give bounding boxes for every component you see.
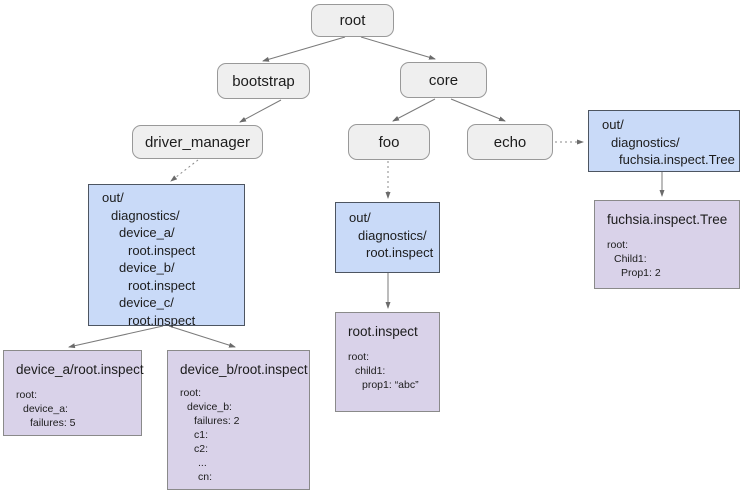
inspect-line: root: — [16, 389, 38, 401]
inspect-line: device_a: — [23, 403, 68, 415]
inspect-line: device_b: — [187, 401, 232, 413]
edge-driver-manager-outdir-dotted — [170, 159, 199, 182]
node-echo: echo — [467, 124, 553, 160]
inspect-line: failures: 5 — [30, 417, 76, 429]
outdir-line: out/ — [602, 117, 624, 132]
inspect-box-title: device_b/root.inspect — [180, 362, 308, 377]
inspect-box-fuchsia-inspect-tree: fuchsia.inspect.Tree root: Child1: Prop1… — [594, 200, 740, 289]
inspect-box-root-inspect: root.inspect root: child1: prop1: “abc” — [335, 312, 440, 412]
inspect-line: Child1: — [614, 253, 647, 265]
inspect-line: root: — [180, 387, 202, 399]
inspect-line: child1: — [355, 365, 386, 377]
inspect-box-title: device_a/root.inspect — [16, 362, 144, 377]
inspect-line: Prop1: 2 — [621, 267, 661, 279]
outdir-line: device_b/ — [119, 260, 175, 275]
inspect-line: ... — [198, 457, 207, 469]
outdir-line: root.inspect — [128, 312, 196, 328]
outdir-line: root.inspect — [128, 242, 196, 258]
outdir-line: device_c/ — [119, 295, 174, 310]
node-core: core — [400, 62, 487, 98]
outdir-line: root.inspect — [366, 245, 434, 260]
edge-core-foo — [392, 98, 436, 122]
edge-root-core — [360, 36, 436, 60]
inspect-box-title: root.inspect — [348, 324, 418, 339]
outdir-line: diagnostics/ — [111, 207, 180, 223]
outdir-line: diagnostics/ — [358, 227, 427, 243]
inspect-line: cn: — [198, 471, 213, 483]
edge-root-bootstrap — [262, 36, 346, 62]
inspect-line: prop1: “abc” — [362, 379, 419, 391]
outdir-box-foo: out/ diagnostics/ root.inspect — [335, 202, 440, 273]
outdir-line: out/ — [349, 210, 371, 225]
outdir-line: fuchsia.inspect.Tree — [619, 152, 735, 167]
edge-driver-out-device-b — [168, 325, 236, 348]
inspect-line: root: — [607, 239, 629, 251]
outdir-line: out/ — [102, 190, 124, 205]
inspect-line: c1: — [194, 429, 209, 441]
inspect-line: c2: — [194, 443, 209, 455]
inspect-line: root: — [348, 351, 370, 363]
inspect-box-device-b: device_b/root.inspect root: device_b: fa… — [167, 350, 310, 490]
node-bootstrap: bootstrap — [217, 63, 310, 99]
outdir-line: device_a/ — [119, 225, 175, 240]
outdir-line: diagnostics/ — [611, 134, 680, 150]
inspect-box-title: fuchsia.inspect.Tree — [607, 212, 728, 227]
outdir-box-echo: out/ diagnostics/ fuchsia.inspect.Tree — [588, 110, 740, 172]
inspect-line: failures: 2 — [194, 415, 240, 427]
outdir-box-driver-manager: out/ diagnostics/ device_a/ root.inspect… — [88, 184, 245, 328]
edge-driver-out-device-a — [68, 325, 164, 349]
node-driver-manager: driver_manager — [132, 125, 263, 159]
edge-core-echo — [450, 98, 506, 122]
node-foo: foo — [348, 124, 430, 160]
node-root: root — [311, 4, 394, 37]
inspect-box-device-a: device_a/root.inspect root: device_a: fa… — [3, 350, 144, 436]
outdir-line: root.inspect — [128, 277, 196, 293]
edge-bootstrap-driver-manager — [239, 99, 282, 123]
